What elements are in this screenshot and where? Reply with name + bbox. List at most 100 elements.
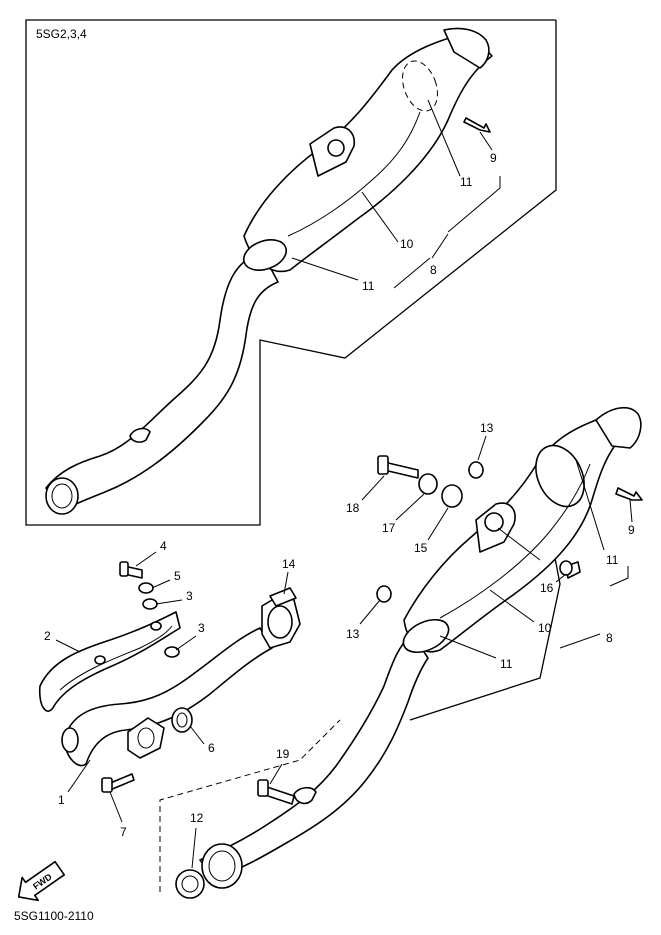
leader-9a: [479, 131, 493, 151]
inset-pipe-inlet: [45, 477, 79, 515]
main-mount-hole: [484, 512, 504, 532]
inset-exhaust-pipe: [45, 251, 279, 513]
leader-1: [67, 759, 91, 793]
callout-9: 9: [490, 151, 497, 165]
callout-5: 5: [174, 569, 181, 583]
header-flange-hole: [137, 727, 155, 749]
callout-8: 8: [430, 263, 437, 277]
heat-protector-2: [38, 611, 181, 712]
gasket-12: [175, 869, 205, 899]
bolt-18-head: [377, 455, 389, 475]
callout-11: 11: [500, 657, 513, 671]
callout-19: 19: [276, 747, 290, 761]
gasket-12-inner: [181, 875, 199, 893]
leader-3b: [175, 635, 197, 651]
nut-13-bottom: [376, 585, 392, 603]
callout-14: 14: [282, 557, 296, 571]
inset-border: [25, 19, 557, 526]
inset-pipe-bracket: [129, 427, 151, 443]
inset-muffler-joint: [242, 239, 288, 271]
callout-4: 4: [160, 539, 167, 553]
diagram-code-label: 5SG1100-2110: [14, 909, 94, 923]
bracket-8b-top: [609, 566, 629, 587]
main-muffler-tail: [595, 407, 642, 449]
main-callouts: 13 18 17 15 16 13 9 11 10 8 11 19 12: [159, 421, 635, 892]
callout-15: 15: [414, 541, 428, 555]
callout-9: 9: [628, 523, 635, 537]
leader-11a: [427, 99, 461, 177]
inset-internal-baffle: [402, 60, 438, 112]
main-body-seam: [439, 463, 591, 619]
inset-muffler-assembly: [45, 27, 493, 515]
main-muffler-assembly: [199, 407, 643, 889]
leader-8a: [431, 233, 449, 259]
pipe-group-bracket: [159, 719, 341, 892]
leader-11b: [291, 257, 359, 281]
leader-18: [361, 475, 385, 501]
callout-17: 17: [382, 521, 396, 535]
inset-muffler-body: [243, 31, 493, 273]
grommet-3a: [142, 598, 158, 610]
main-outlet-opening: [535, 444, 585, 508]
header-pipe-1: [63, 627, 273, 767]
leader-19: [269, 763, 283, 785]
inset-body-seam: [287, 111, 421, 237]
callout-1: 1: [58, 793, 65, 807]
main-pipe-inlet-inner: [208, 850, 236, 882]
leader-16: [555, 573, 567, 583]
leader-6: [189, 725, 205, 745]
leader-8b: [559, 633, 601, 649]
leader-14: [283, 571, 289, 595]
callout-16: 16: [540, 581, 554, 595]
callout-12: 12: [190, 811, 204, 825]
leader-17: [395, 493, 425, 521]
leader-2: [55, 639, 81, 653]
fwd-arrow-icon: [17, 860, 66, 902]
callout-2: 2: [44, 629, 51, 643]
inset-callouts: 9 11 10 8 11: [291, 99, 501, 293]
nut-13-top: [468, 461, 484, 479]
bolt-4-head: [119, 561, 129, 577]
protector-hole-2: [150, 621, 162, 631]
bolt-19-head: [257, 779, 269, 797]
washer-17: [418, 473, 438, 495]
inset-screw-9: [463, 117, 491, 133]
main-hardware: [175, 455, 581, 899]
collar-15: [441, 484, 463, 508]
callout-11: 11: [606, 553, 619, 567]
leader-11d: [439, 635, 497, 659]
gasket-6: [171, 707, 193, 733]
callout-10: 10: [538, 621, 552, 635]
inset-muffler-tail: [443, 27, 490, 69]
main-muffler-body: [403, 419, 617, 653]
main-screw-9: [615, 487, 643, 501]
protector-hole-1: [94, 655, 106, 665]
clamp-14-bolt: [269, 587, 297, 607]
inset-mount-hole: [327, 139, 345, 157]
header-flange: [127, 717, 165, 759]
callout-7: 7: [120, 825, 127, 839]
bracket-8a: [447, 176, 501, 233]
leader-12: [191, 827, 197, 869]
leader-13b: [359, 599, 381, 625]
leader-16-to-bracket: [497, 527, 541, 561]
leader-10b: [489, 589, 535, 623]
leader-13a: [477, 435, 487, 461]
callout-11: 11: [362, 279, 375, 293]
main-muffler-joint: [402, 618, 450, 654]
bracket-8a-low: [393, 257, 431, 289]
leader-10a: [361, 191, 399, 243]
callout-13: 13: [480, 421, 494, 435]
leader-11c: [575, 459, 605, 551]
callout-10: 10: [400, 237, 414, 251]
gasket-6-inner: [176, 712, 188, 728]
leader-5: [151, 579, 171, 589]
bolt-16-head: [559, 560, 573, 576]
bolt-7-head: [101, 777, 113, 793]
model-code-label: 5SG2,3,4: [36, 27, 87, 41]
heat-protector-slot: [59, 625, 173, 691]
header-pipe-assembly: [38, 561, 301, 793]
fwd-direction-badge: FWD: [17, 860, 66, 902]
